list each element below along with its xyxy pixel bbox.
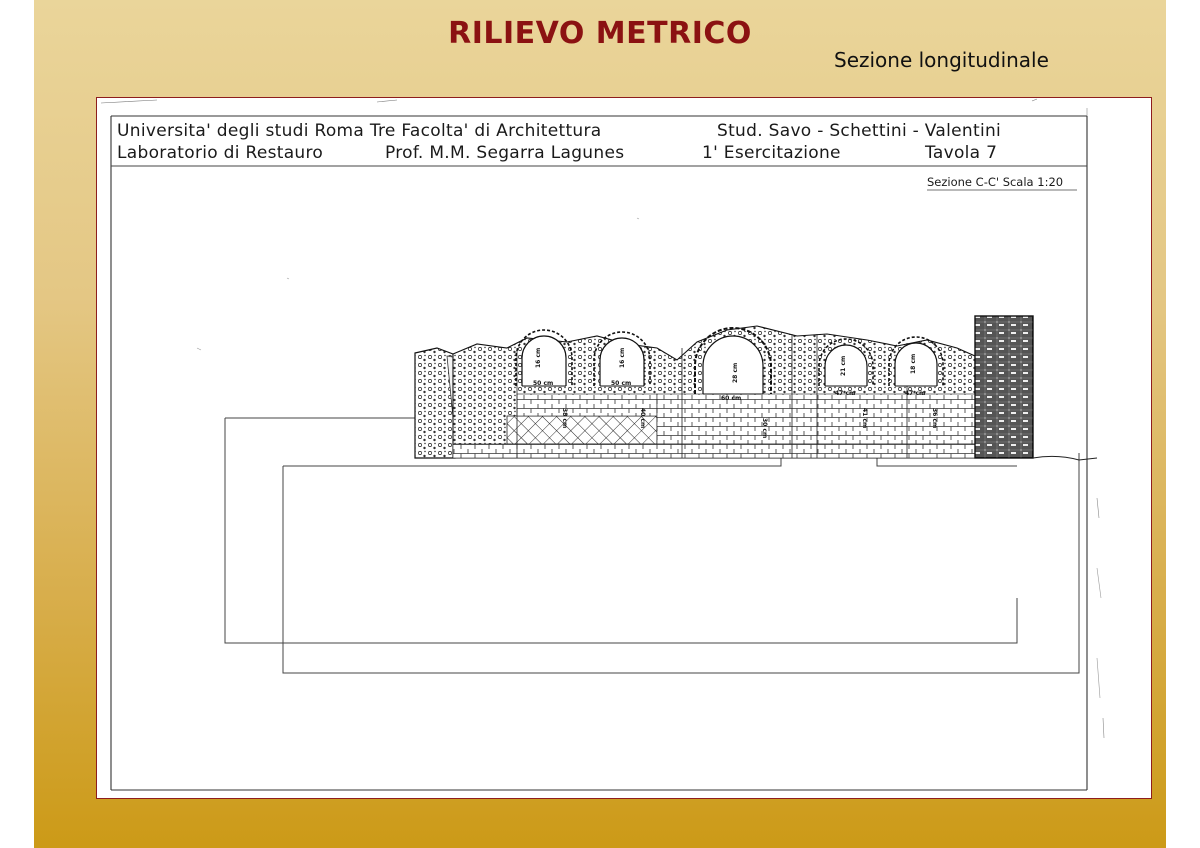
arch2-width-label: 50 cm [611, 380, 631, 387]
slide-background: RILIEVO METRICO Sezione longitudinale [34, 0, 1166, 848]
section-scale-label: Sezione C-C' Scala 1:20 [927, 175, 1063, 189]
header-line2-left: Laboratorio di Restauro [117, 143, 323, 163]
header-line2-exercise: 1' Esercitazione [702, 143, 841, 163]
arch3-rise-label: 28 cm [732, 363, 739, 383]
drawing-sheet: Universita' degli studi Roma Tre Facolta… [96, 97, 1152, 799]
arch5-width-label: 47 cm [905, 390, 925, 397]
header-line1-right: Stud. Savo - Schettini - Valentini [717, 121, 1001, 141]
slide-subtitle: Sezione longitudinale [834, 48, 1049, 72]
section-drawing: Universita' degli studi Roma Tre Facolta… [100, 98, 1105, 791]
header-line2-right: Tavola 7 [924, 143, 997, 163]
arch3-width-label: 60 cm [721, 395, 741, 402]
header-line1-left: Universita' degli studi Roma Tre Facolta… [117, 121, 602, 141]
arch4-height-label: 41 cm [861, 408, 868, 428]
arch5-height-label: 36 cm [931, 408, 938, 428]
arch3-height-label: 30 cm [761, 418, 768, 438]
arch-2 [593, 331, 651, 387]
arch4-rise-label: 21 cm [840, 356, 847, 376]
title-block [100, 98, 1105, 791]
arch-1 [515, 329, 573, 387]
slide-title: RILIEVO METRICO [448, 16, 752, 51]
arch2-rise-label: 16 cm [619, 348, 626, 368]
dimension-labels: 50 cm 50 cm 60 cm 47 cm 47 cm 38 cm 40 c… [533, 348, 938, 439]
pencil-marks [196, 217, 1102, 699]
arch1-width-label: 50 cm [533, 380, 553, 387]
arch5-rise-label: 18 cm [910, 354, 917, 374]
arch1-height-label: 38 cm [561, 408, 568, 428]
title-block-text: Universita' degli studi Roma Tre Facolta… [117, 121, 1063, 189]
arch1-rise-label: 16 cm [535, 348, 542, 368]
arch-3 [694, 327, 772, 395]
arch-5 [888, 336, 944, 387]
arch-openings [515, 327, 944, 395]
arch-4 [818, 338, 874, 387]
arch2-height-label: 40 cm [639, 408, 646, 428]
header-line2-mid: Prof. M.M. Segarra Lagunes [385, 143, 624, 163]
arch4-width-label: 47 cm [835, 390, 855, 397]
